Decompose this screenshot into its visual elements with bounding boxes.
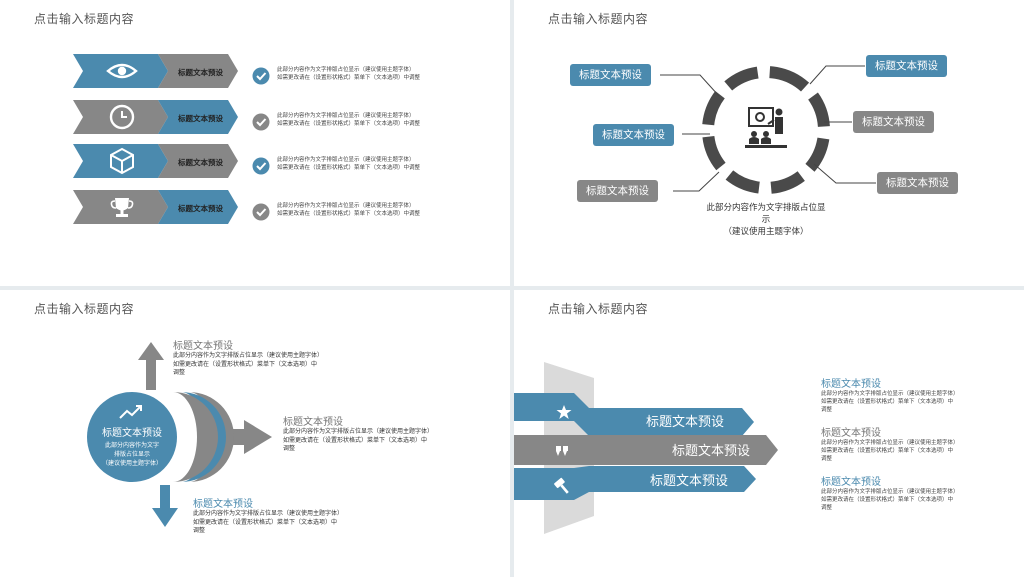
row-4-desc[interactable]: 此部分内容作为文字排版占位显示（建议使用主题字体）如需更改请在（设置形状格式）菜… — [277, 203, 421, 217]
chevron-row-2-icon-bg — [73, 100, 168, 134]
crescent-layer-4 — [189, 392, 234, 482]
ribbon-2-label[interactable]: 标题文本预设 — [672, 444, 751, 459]
ring-label-box-5[interactable]: 标题文本预设 — [853, 111, 934, 133]
info-block-1[interactable]: 标题文本预设 此部分内容作为文字排版占位显示（建议使用主题字体） 如需更改请在（… — [821, 379, 959, 413]
check-column — [252, 67, 270, 221]
row-1-desc[interactable]: 此部分内容作为文字排版占位显示（建议使用主题字体）如需更改请在（设置形状格式）菜… — [277, 67, 421, 81]
info-block-3[interactable]: 标题文本预设 此部分内容作为文字排版占位显示（建议使用主题字体） 如需更改请在（… — [821, 477, 959, 511]
slide-panel-1: 点击输入标题内容 — [0, 0, 510, 286]
row-3-label: 标题文本预设 — [178, 158, 223, 167]
panel-title[interactable]: 点击输入标题内容 — [34, 12, 135, 26]
row-2-label: 标题文本预设 — [178, 114, 223, 123]
ring-label-box-1[interactable]: 标题文本预设 — [570, 64, 651, 86]
info-block-2[interactable]: 标题文本预设 此部分内容作为文字排版占位显示（建议使用主题字体） 如需更改请在（… — [821, 428, 959, 462]
circle-content[interactable]: 标题文本预设 此部分内容作为文字 排版占位显示 （建议使用主题字体） — [101, 428, 162, 467]
info-block-top[interactable]: 标题文本预设 此部分内容作为文字排版占位显示（建议使用主题字体） 如需更改请在（… — [173, 341, 324, 376]
quote-icon — [556, 446, 568, 456]
ring-label-box-4[interactable]: 标题文本预设 — [866, 55, 947, 77]
row-3-desc[interactable]: 此部分内容作为文字排版占位显示（建议使用主题字体）如需更改请在（设置形状格式）菜… — [277, 157, 421, 171]
arrow-circle-graphic — [87, 342, 272, 527]
chevron-list-graphic — [73, 54, 238, 224]
main-circle — [87, 392, 177, 482]
segmented-ring — [702, 66, 830, 194]
info-block-middle[interactable]: 标题文本预设 此部分内容作为文字排版占位显示（建议使用主题字体） 如需更改请在（… — [283, 417, 434, 452]
ring-diagram — [660, 65, 876, 194]
up-arrow — [138, 342, 164, 390]
chevron-row-1-label-bg — [158, 54, 238, 88]
down-arrow — [152, 485, 178, 527]
ribbon-arrow-2 — [514, 435, 778, 465]
check-circle-icon — [252, 113, 270, 131]
panel-title[interactable]: 点击输入标题内容 — [34, 302, 135, 316]
eye-icon — [106, 63, 138, 79]
ribbon-1-label[interactable]: 标题文本预设 — [646, 415, 725, 430]
connector-lines — [660, 65, 876, 192]
check-circle-icon — [252, 157, 270, 175]
check-circle-icon — [252, 67, 270, 85]
right-arrow — [205, 420, 272, 454]
row-4-label: 标题文本预设 — [178, 204, 223, 213]
gavel-icon — [554, 477, 569, 494]
ribbon-3-label[interactable]: 标题文本预设 — [650, 474, 729, 489]
check-circle-icon — [252, 203, 270, 221]
panel-title[interactable]: 点击输入标题内容 — [548, 12, 649, 26]
ring-label-box-2[interactable]: 标题文本预设 — [593, 124, 674, 146]
chevron-row-3-label-bg — [158, 144, 238, 178]
clock-icon — [109, 104, 135, 130]
row-1-label: 标题文本预设 — [178, 68, 223, 77]
cube-icon — [110, 147, 134, 175]
ring-label-box-6[interactable]: 标题文本预设 — [877, 172, 958, 194]
trophy-icon — [110, 198, 134, 217]
ring-center-caption[interactable]: 此部分内容作为文字排版占位显 示 （建议使用主题字体） — [706, 203, 826, 237]
slide-panel-2: 点击输入标题内容 标题文本预设 标题文本预设 标题文本预设 标题文本预 — [514, 0, 1024, 286]
chevron-row-4-label-bg — [158, 190, 238, 224]
row-2-desc[interactable]: 此部分内容作为文字排版占位显示（建议使用主题字体）如需更改请在（设置形状格式）菜… — [277, 113, 421, 127]
ribbon-arrow-1 — [514, 393, 754, 436]
ribbon-arrows-graphic — [514, 362, 778, 534]
presenter-icon — [745, 107, 787, 148]
ribbon-arrow-3 — [514, 466, 756, 500]
ring-label-box-3[interactable]: 标题文本预设 — [577, 180, 658, 202]
info-block-bottom[interactable]: 标题文本预设 此部分内容作为文字排版占位显示（建议使用主题字体） 如需更改请在（… — [193, 499, 344, 534]
crescent-layer-2 — [173, 392, 218, 482]
crescent-layer-3 — [181, 392, 226, 482]
chevron-row-2-label-bg — [158, 100, 238, 134]
slide-panel-4: 点击输入标题内容 标题文本预设 标题文本预设 标题文本预设 标题文本预设 此部分… — [514, 290, 1024, 577]
panel-title[interactable]: 点击输入标题内容 — [548, 302, 649, 316]
trend-line-icon — [119, 405, 142, 419]
slide-panel-3: 点击输入标题内容 标题文本预设 此部分内容作为文字 排版占位显示 （建议使用主题… — [0, 290, 510, 577]
star-icon — [556, 405, 572, 419]
